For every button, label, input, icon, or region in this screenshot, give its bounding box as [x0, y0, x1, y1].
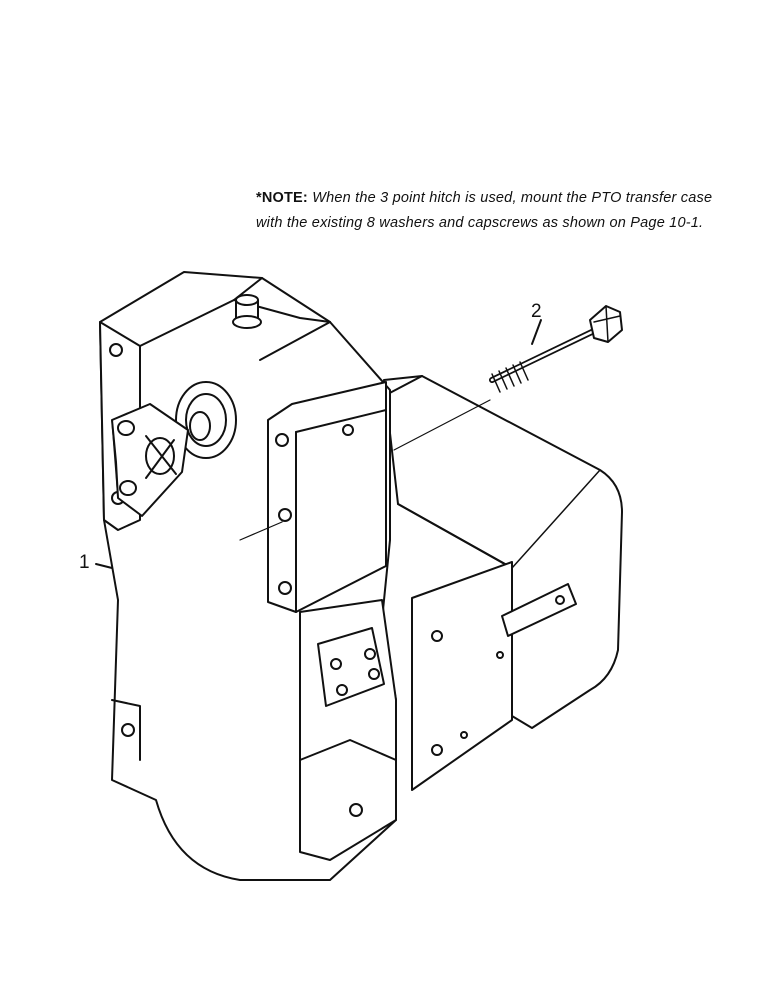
rear-housing [383, 375, 623, 791]
breather-cap [232, 294, 262, 329]
callout-2-label: 2 [531, 301, 542, 322]
note-label: *NOTE: [256, 190, 308, 206]
universal-joint-yoke [111, 403, 189, 517]
capscrew-bolt [489, 305, 623, 393]
note-body: When the 3 point hitch is used, mount th… [256, 190, 713, 231]
note-text: *NOTE: When the 3 point hitch is used, m… [256, 186, 742, 236]
transfer-case-body [99, 271, 491, 881]
callout-1-label: 1 [79, 552, 90, 573]
callout-2-leader [531, 319, 542, 345]
output-shaft-seal [175, 381, 237, 459]
